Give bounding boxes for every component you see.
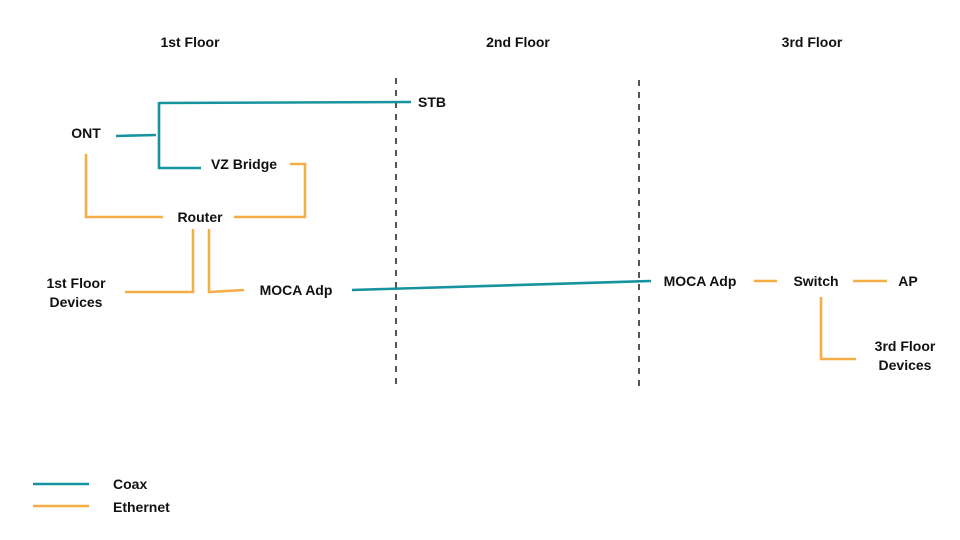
- node-1st-floor-devices: 1st Floor Devices: [46, 275, 106, 310]
- coax-wires: [115, 100, 652, 292]
- floor-heading-2nd: 2nd Floor: [486, 34, 550, 50]
- coax-wire-ont-stb: [158, 100, 412, 105]
- node-3rd-floor-devices-line-2: Devices: [879, 357, 932, 373]
- node-3rd-floor-devices: 3rd Floor Devices: [875, 338, 936, 373]
- node-ont: ONT: [71, 125, 101, 141]
- node-1st-floor-devices-line-1: 1st Floor: [46, 275, 106, 291]
- coax-wire-moca-link: [351, 279, 652, 292]
- node-router: Router: [177, 209, 223, 225]
- ethernet-wire-switch-3rd-floor-devices: [819, 297, 856, 361]
- node-moca-adp-3rd-floor: MOCA Adp: [664, 273, 737, 289]
- ethernet-wire-vz-bridge-router: [234, 162, 307, 219]
- ethernet-wire-ont-router: [84, 154, 163, 219]
- node-stb: STB: [418, 94, 446, 110]
- legend: Coax Ethernet: [33, 476, 170, 515]
- ethernet-wire-router-moca-adp: [207, 229, 245, 294]
- legend-ethernet-label: Ethernet: [113, 499, 170, 515]
- coax-wire-ont-stub: [115, 133, 157, 138]
- node-moca-adp-1st-floor: MOCA Adp: [260, 282, 333, 298]
- ethernet-wire-router-1st-floor-devices: [125, 229, 195, 294]
- legend-coax-label: Coax: [113, 476, 147, 492]
- node-3rd-floor-devices-line-1: 3rd Floor: [875, 338, 936, 354]
- node-ap: AP: [898, 273, 917, 289]
- node-1st-floor-devices-line-2: Devices: [50, 294, 103, 310]
- node-vz-bridge: VZ Bridge: [211, 156, 277, 172]
- floor-heading-3rd: 3rd Floor: [782, 34, 843, 50]
- node-switch: Switch: [793, 273, 838, 289]
- ethernet-wires: [84, 154, 887, 361]
- coax-wire-ont-vz-bridge: [157, 102, 201, 170]
- floor-heading-1st: 1st Floor: [160, 34, 220, 50]
